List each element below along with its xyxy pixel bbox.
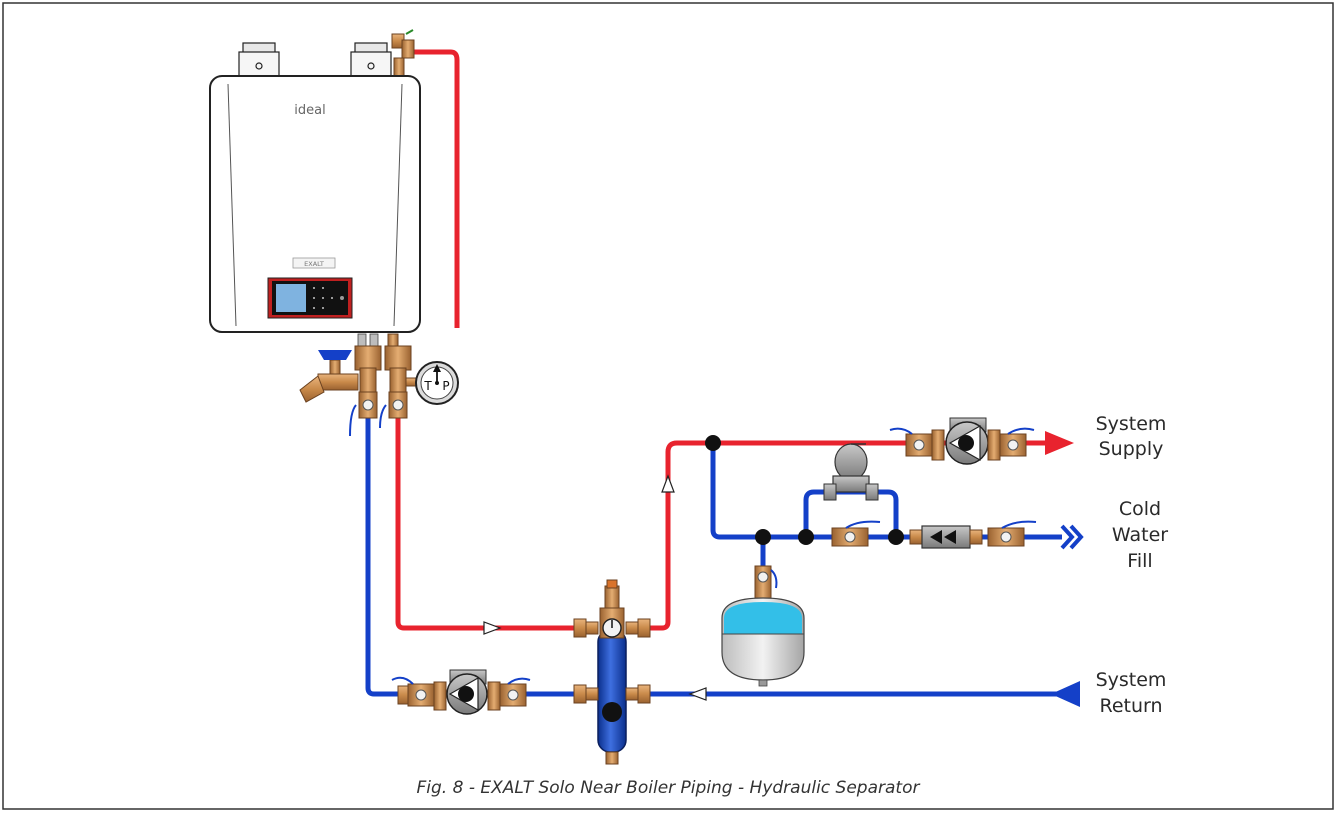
system-supply-pipe <box>648 440 1050 631</box>
control-screen <box>276 284 306 312</box>
system-return-arrow <box>1051 681 1080 707</box>
label-cold-water-fill-line1: Cold <box>1119 498 1161 520</box>
fill-ball-valve <box>831 520 881 547</box>
fill-isolation-valve <box>987 520 1037 547</box>
control-panel <box>267 277 353 319</box>
boiler-drain-valve <box>299 350 359 403</box>
label-system-return-line2: Return <box>1099 695 1162 717</box>
label-cold-water-fill-line2: Water <box>1112 524 1168 546</box>
relief-pipe <box>411 49 460 328</box>
boiler-return-pipe <box>365 402 578 697</box>
control-buttons <box>313 287 344 309</box>
drain-handle <box>318 350 352 360</box>
tp-gauge: T P <box>405 361 459 405</box>
cabinet-edge-left <box>227 83 237 327</box>
tank-water <box>724 602 802 634</box>
model-badge-text: EXALT <box>304 260 324 268</box>
model-badge <box>292 257 336 269</box>
expansion-tank <box>721 565 805 687</box>
label-system-supply-line1: System <box>1096 413 1167 435</box>
label-system-supply-line2: Supply <box>1099 438 1164 460</box>
boiler-cabinet <box>209 75 421 333</box>
gauge-temp-letter: T <box>423 379 432 393</box>
valve-handle-left <box>349 404 357 437</box>
separator-drain-port <box>602 702 622 722</box>
flue-connector-left <box>238 42 280 79</box>
hydraulic-separator <box>573 579 651 765</box>
boiler-relief-valve <box>391 29 415 79</box>
system-supply-arrow <box>1045 431 1074 455</box>
tee-dots <box>705 435 904 545</box>
gauge-pressure-letter: P <box>442 379 449 393</box>
boiler: ideal EXALT <box>209 29 421 333</box>
boiler-circulator-pump <box>391 669 531 715</box>
separator-air-vent <box>604 585 620 609</box>
label-system-return-line1: System <box>1096 669 1167 691</box>
flue-connector-right <box>350 42 392 79</box>
boiler-brand: ideal <box>294 103 325 118</box>
boiler-supply-pipe <box>395 402 576 631</box>
supply-flow-arrow <box>483 621 502 635</box>
separator-port-fittings <box>573 618 651 704</box>
backflow-preventer <box>909 525 983 549</box>
fill-line-pipe <box>710 443 1062 540</box>
cold-water-fill-icon <box>1060 524 1084 550</box>
pressure-reducing-valve <box>823 443 879 501</box>
return-flow-arrow <box>688 687 707 701</box>
valve-handle-right <box>379 404 387 429</box>
boiler-valve-assembly: T P <box>299 333 459 437</box>
figure-caption: Fig. 8 - EXALT Solo Near Boiler Piping -… <box>417 778 921 798</box>
label-cold-water-fill-line3: Fill <box>1127 550 1152 572</box>
riser-flow-arrow <box>661 474 675 493</box>
system-circulator-pump <box>889 417 1035 465</box>
cabinet-edge-right <box>393 83 403 327</box>
